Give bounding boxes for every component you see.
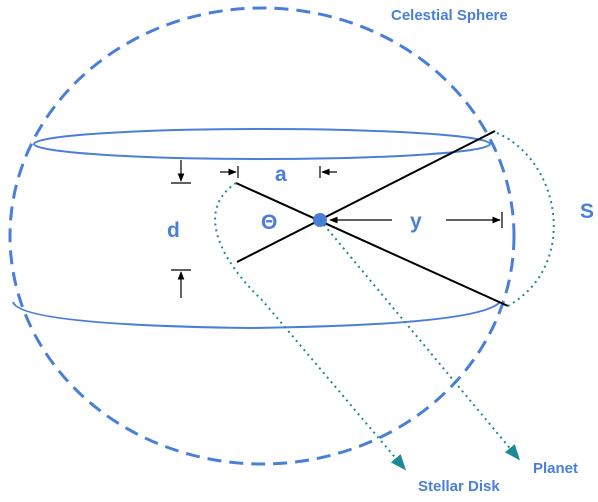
celestial-sphere-label: Celestial Sphere xyxy=(391,7,508,24)
y-label: y xyxy=(410,210,422,233)
a-label: a xyxy=(275,163,287,186)
upper-disk-ellipse xyxy=(33,128,491,160)
celestial-sphere-outline xyxy=(8,6,516,466)
arc-s xyxy=(496,132,555,307)
line-upper-left-to-lower-right xyxy=(235,182,509,307)
planet-path xyxy=(319,219,521,461)
theta-label: Θ xyxy=(261,211,277,234)
s-label: S xyxy=(580,200,594,223)
planet-label: Planet xyxy=(533,460,578,477)
stellar-disk-label: Stellar Disk xyxy=(418,478,500,495)
d-label: d xyxy=(167,219,180,242)
stellar-disk-path xyxy=(214,182,407,471)
line-lower-left-to-upper-right xyxy=(236,130,496,263)
lower-disk-ellipse xyxy=(12,301,501,330)
